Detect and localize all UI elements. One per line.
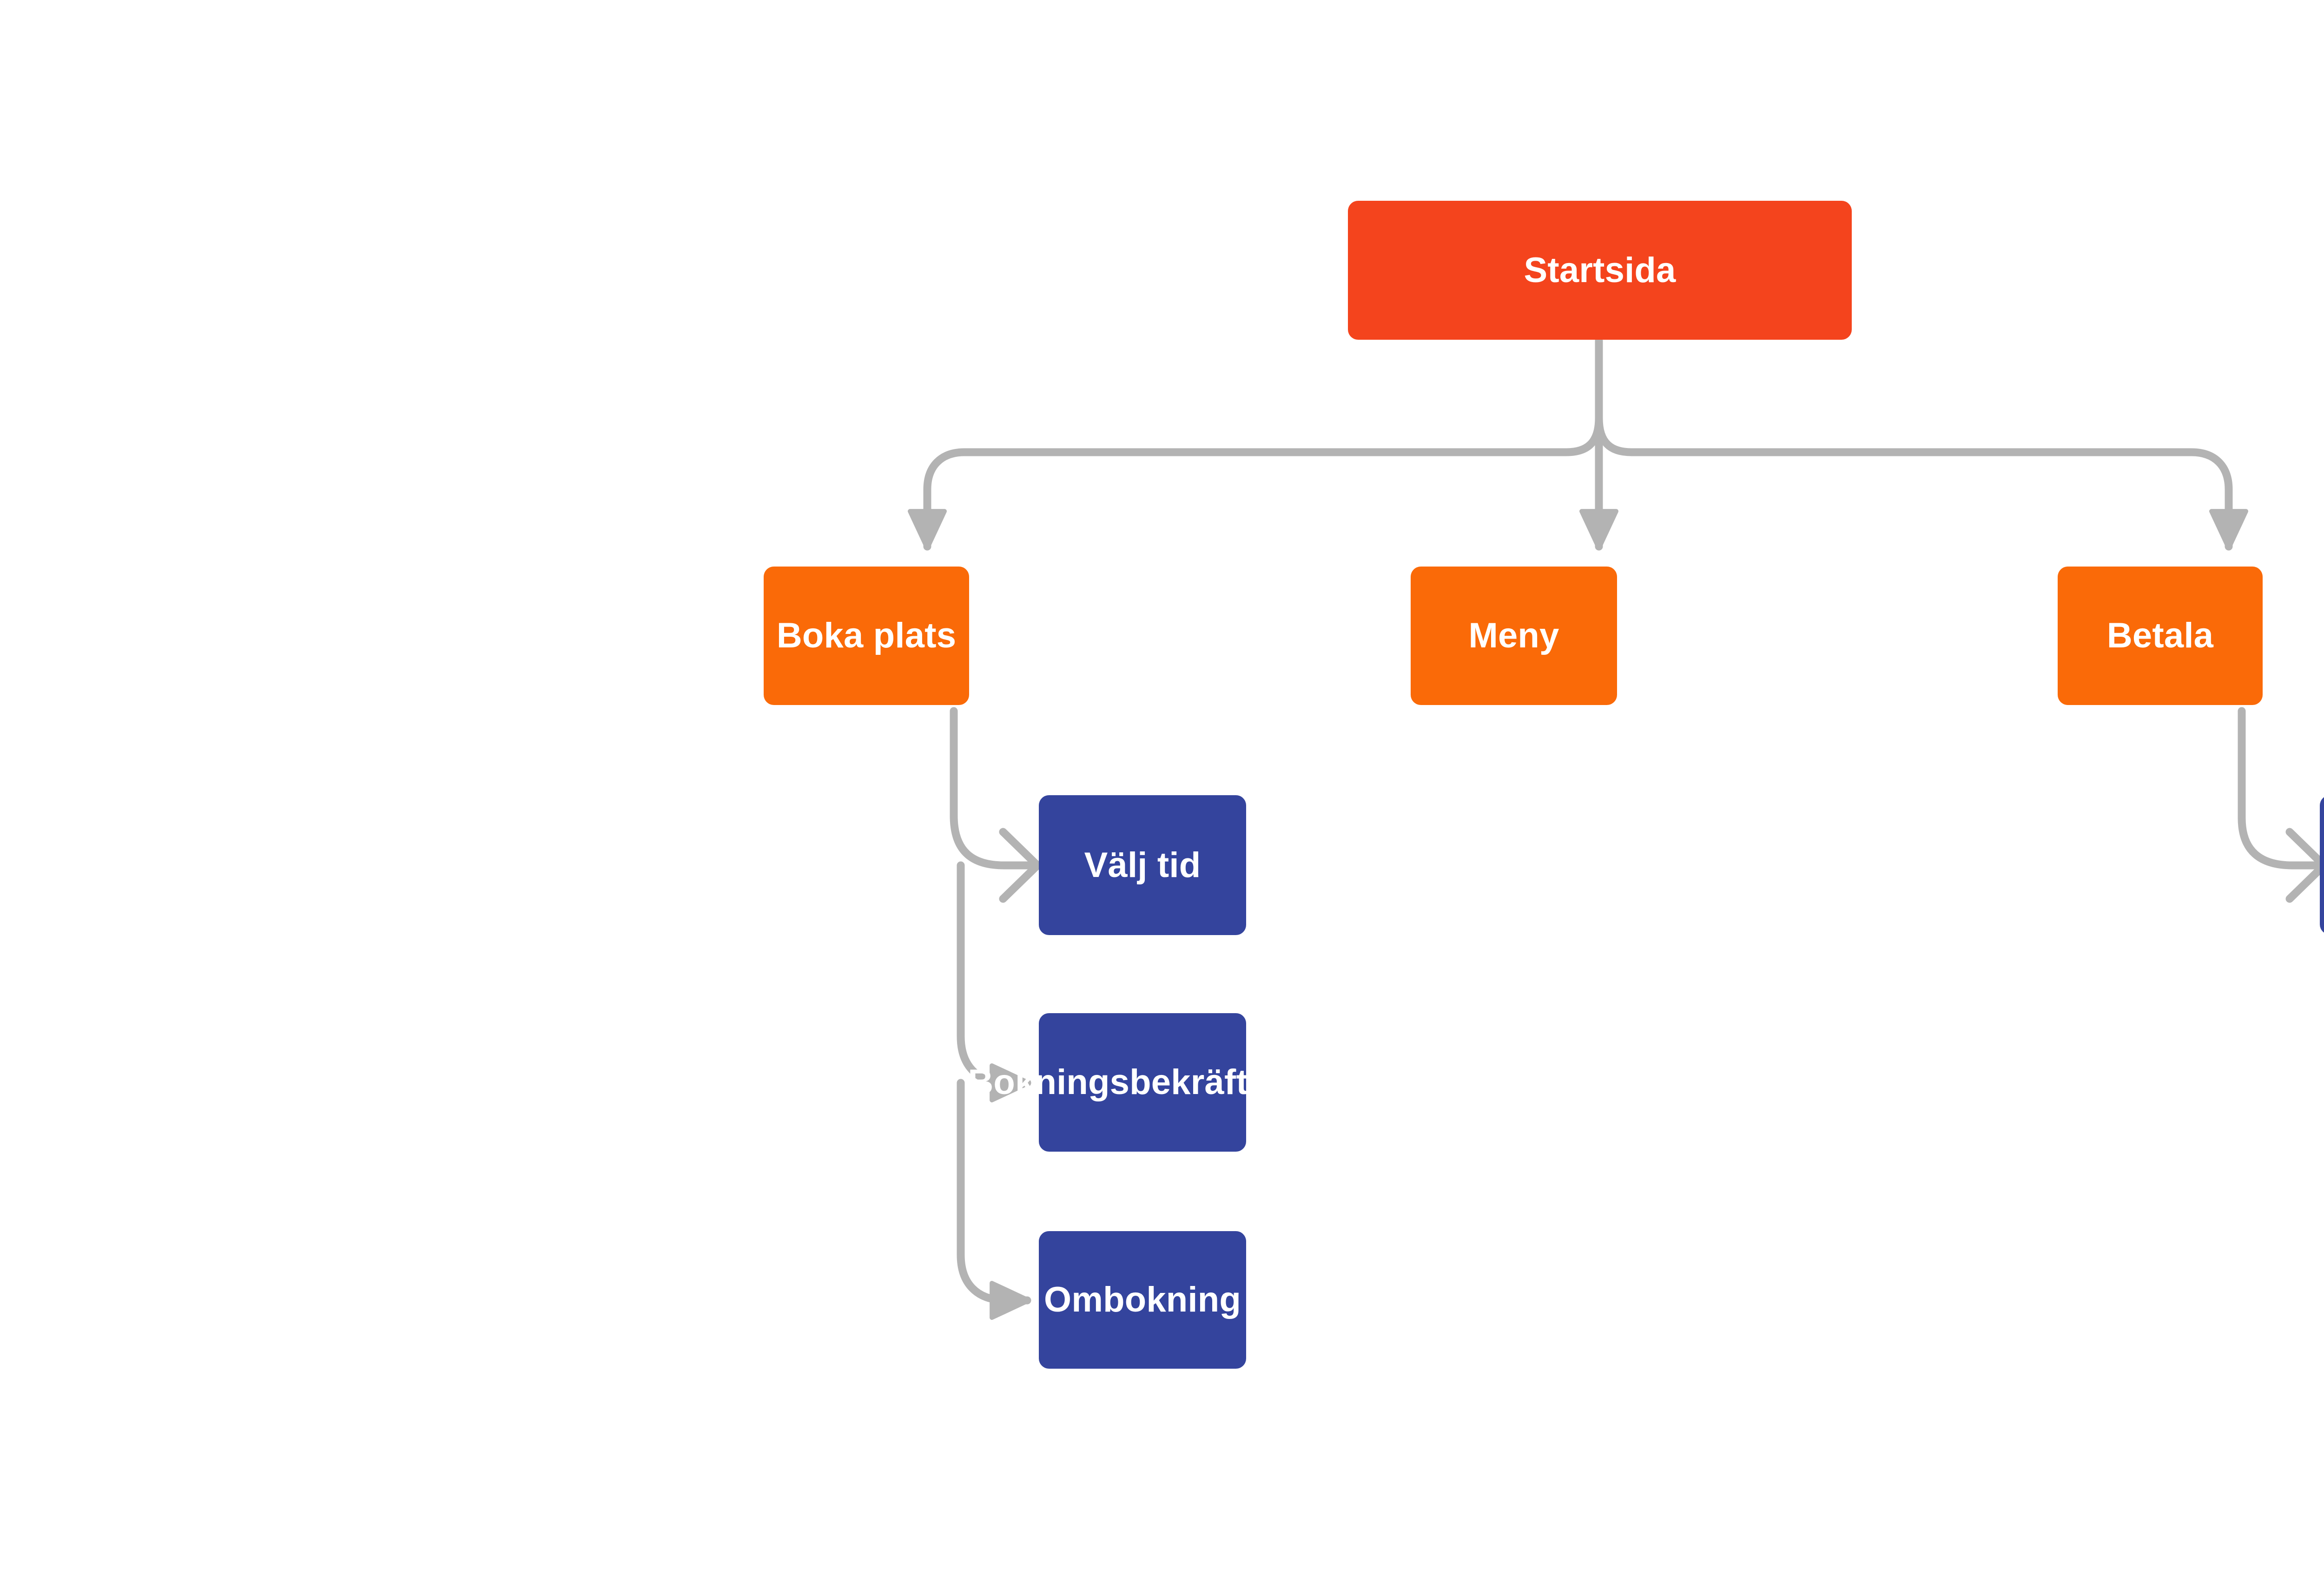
edge-boka-plats-bokningsbekraftelse: [957, 861, 1031, 1083]
arrowhead-swish: [2285, 828, 2324, 903]
node-label-bokningsbekraftelse: Bokningsbekräftelse: [968, 1062, 1317, 1102]
node-swish[interactable]: Swish: [2320, 795, 2324, 935]
node-label-meny: Meny: [1468, 616, 1559, 656]
node-valj-tid[interactable]: Välj tid: [1039, 795, 1246, 935]
arrowhead-valj-tid: [999, 828, 1042, 903]
node-label-ombokning: Ombokning: [1044, 1280, 1241, 1320]
edge-boka-plats-ombokning: [957, 1079, 1031, 1300]
node-label-betala: Betala: [2106, 616, 2214, 656]
node-bokningsbekraftelse[interactable]: Bokningsbekräftelse: [968, 1013, 1317, 1152]
edge-boka-plats-valj-tid: [950, 707, 1042, 870]
node-label-valj-tid: Välj tid: [1084, 845, 1201, 885]
edge-betala-swish: [2238, 707, 2324, 870]
node-boka-plats[interactable]: Boka plats: [764, 567, 969, 705]
node-ombokning[interactable]: Ombokning: [1039, 1231, 1246, 1369]
node-meny[interactable]: Meny: [1411, 567, 1617, 705]
node-label-startsida: Startsida: [1524, 250, 1676, 290]
edge-startsida-boka-plats: [927, 414, 1603, 551]
edge-startsida-betala: [1595, 414, 2229, 551]
node-startsida[interactable]: Startsida: [1348, 201, 1852, 340]
node-betala[interactable]: Betala: [2058, 567, 2263, 705]
node-label-boka-plats: Boka plats: [776, 616, 957, 656]
